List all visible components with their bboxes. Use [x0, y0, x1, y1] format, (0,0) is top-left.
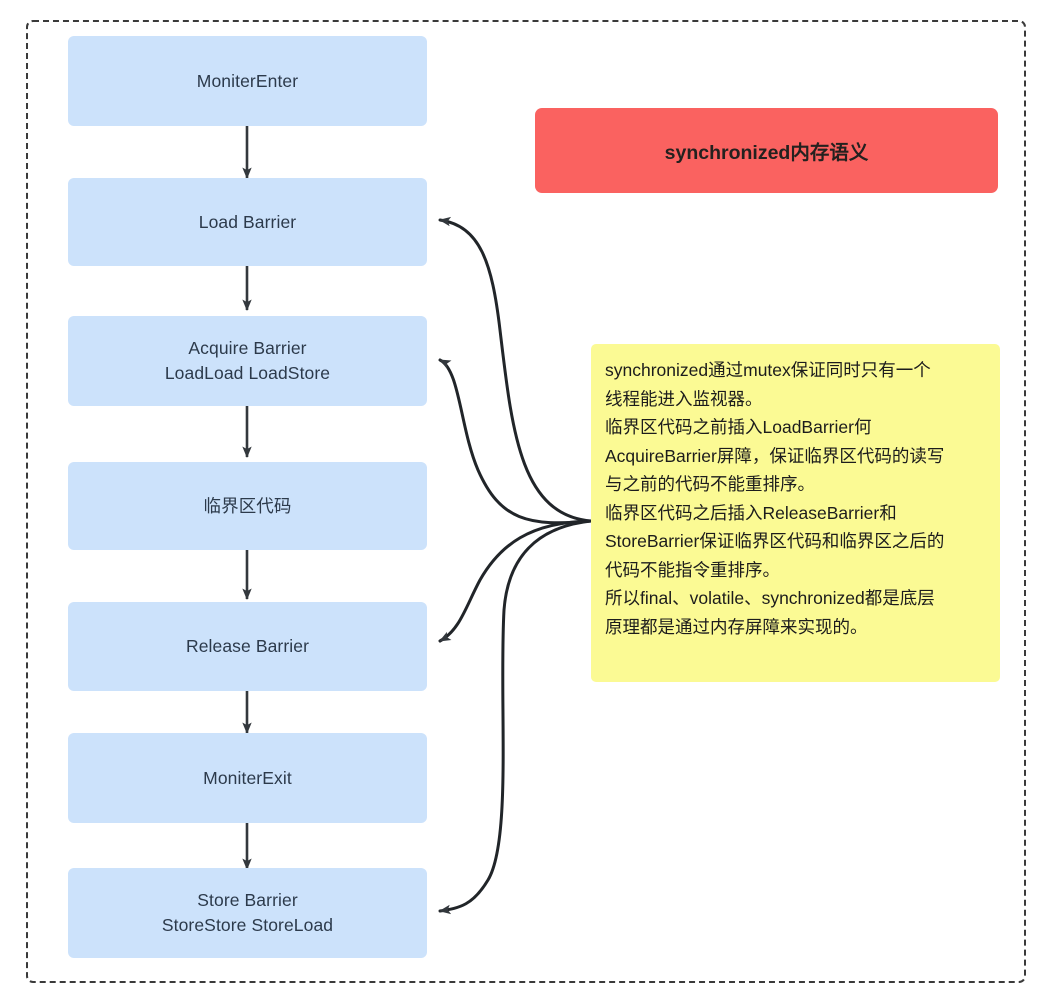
node-moniter-exit[interactable]: MoniterExit	[68, 733, 427, 823]
node-store-barrier-line1: Store Barrier	[197, 890, 298, 910]
diagram-frame-dashed-border	[26, 20, 1026, 983]
node-critical-section-label: 临界区代码	[203, 495, 292, 516]
node-acquire-barrier-line1: Acquire Barrier	[188, 338, 307, 358]
node-release-barrier[interactable]: Release Barrier	[68, 602, 427, 691]
node-store-barrier[interactable]: Store Barrier StoreStore StoreLoad	[68, 868, 427, 958]
node-release-barrier-label: Release Barrier	[185, 636, 310, 656]
explanation-note: synchronized通过mutex保证同时只有一个 线程能进入监视器。 临界…	[591, 344, 1000, 682]
node-moniter-exit-label: MoniterExit	[203, 767, 292, 788]
node-critical-section[interactable]: 临界区代码	[68, 462, 427, 550]
node-load-barrier-label: Load Barrier	[198, 211, 297, 232]
node-store-barrier-label: Store Barrier StoreStore StoreLoad	[162, 888, 333, 938]
node-moniter-enter-label: MoniterEnter	[196, 70, 299, 91]
node-acquire-barrier-line2: LoadLoad LoadStore	[164, 363, 331, 383]
node-store-barrier-line2: StoreStore StoreLoad	[161, 915, 334, 935]
node-moniter-enter[interactable]: MoniterEnter	[68, 36, 427, 126]
node-acquire-barrier[interactable]: Acquire Barrier LoadLoad LoadStore	[68, 316, 427, 406]
explanation-note-text: synchronized通过mutex保证同时只有一个 线程能进入监视器。 临界…	[605, 360, 945, 637]
node-acquire-barrier-label: Acquire Barrier LoadLoad LoadStore	[165, 336, 330, 386]
title-banner: synchronized内存语义	[535, 108, 998, 193]
title-banner-label: synchronized内存语义	[664, 142, 869, 164]
node-load-barrier[interactable]: Load Barrier	[68, 178, 427, 266]
